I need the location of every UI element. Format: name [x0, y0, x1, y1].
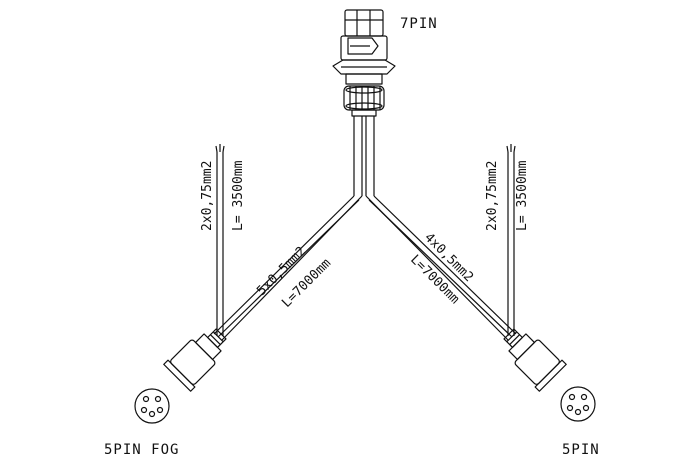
5pin-connector: [503, 328, 567, 392]
7pin-connector: [332, 9, 396, 117]
right-main-cable: [365, 195, 517, 341]
5pin-fog-socket-face: [134, 388, 170, 424]
5pin-fog-connector: [163, 328, 227, 392]
main-trunk-cable: [353, 116, 375, 196]
left-main-cable: [213, 195, 363, 341]
right-aux-cable: [506, 144, 516, 336]
left-aux-cable-length: L= 3500mm: [231, 160, 246, 231]
left-aux-cable: [215, 144, 225, 336]
5pin-fog-label: 5PIN FOG: [104, 442, 179, 458]
7pin-label: 7PIN: [400, 16, 438, 32]
right-aux-cable-section: 2x0,75mm2: [485, 161, 500, 231]
left-aux-cable-section: 2x0,75mm2: [200, 161, 215, 231]
5pin-label: 5PIN: [562, 442, 600, 458]
5pin-socket-face: [560, 386, 596, 422]
right-aux-cable-length: L= 3500mm: [515, 160, 530, 231]
